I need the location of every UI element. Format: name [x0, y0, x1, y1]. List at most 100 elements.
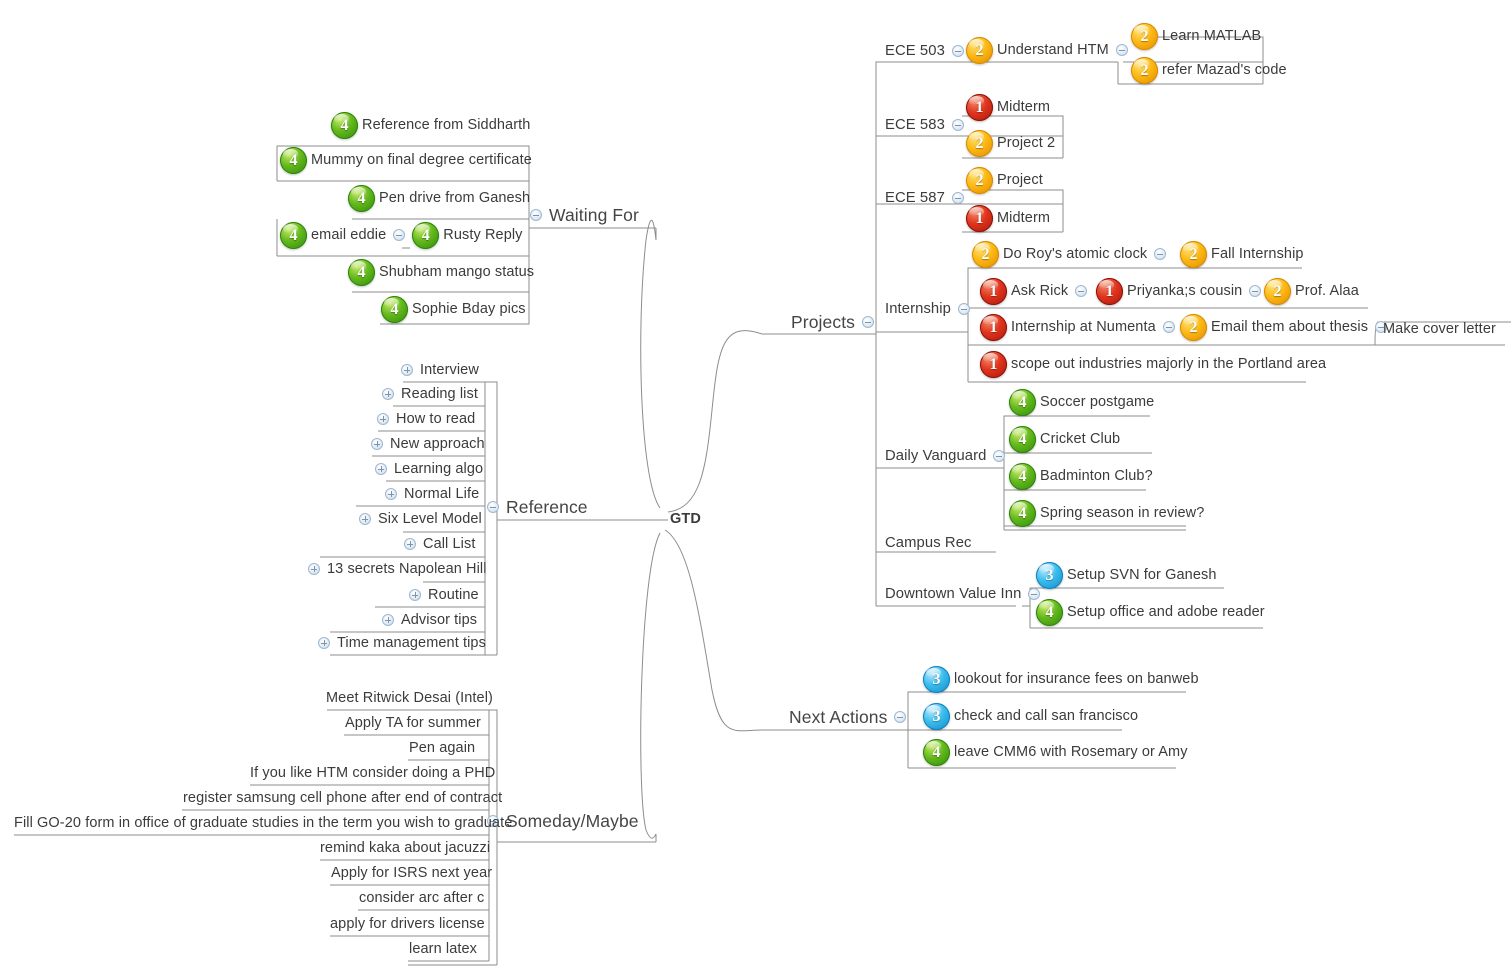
node-reference-7[interactable]: Call List — [404, 531, 475, 557]
node-do-roys-atomic-clock[interactable]: 2 Do Roy's atomic clock — [972, 240, 1167, 268]
node-setup-svn-for-ganesh[interactable]: 3 Setup SVN for Ganesh — [1036, 561, 1217, 589]
node-learn-matlab[interactable]: 2 Learn MATLAB — [1131, 22, 1261, 50]
collapse-toggle-email-eddie[interactable] — [393, 229, 406, 241]
node-priyankas-cousin[interactable]: 1 Priyanka;s cousin — [1096, 277, 1262, 305]
expand-toggle-icon[interactable] — [308, 563, 320, 575]
expand-toggle-icon[interactable] — [385, 488, 397, 500]
branch-next-actions[interactable]: Next Actions — [789, 704, 907, 730]
branch-reference[interactable]: Reference — [487, 494, 588, 520]
collapse-toggle-internship[interactable] — [957, 303, 970, 315]
node-reference-8[interactable]: 13 secrets Napolean Hill — [308, 556, 487, 582]
branch-someday-maybe[interactable]: Someday/Maybe — [487, 808, 639, 834]
node-ece583-midterm[interactable]: 1 Midterm — [966, 93, 1050, 121]
expand-toggle-icon[interactable] — [359, 513, 371, 525]
node-reference-4[interactable]: Learning algo — [375, 456, 483, 482]
node-reference-2[interactable]: How to read — [377, 406, 475, 432]
node-someday-10[interactable]: learn latex — [409, 936, 477, 962]
collapse-toggle-reference[interactable] — [487, 501, 499, 513]
collapse-toggle-ece-587[interactable] — [951, 192, 964, 204]
group-ece-587[interactable]: ECE 587 — [885, 185, 964, 211]
node-someday-0[interactable]: Meet Ritwick Desai (Intel) — [326, 685, 493, 711]
collapse-toggle-ece-583[interactable] — [951, 119, 964, 131]
node-reference-11[interactable]: Time management tips — [318, 630, 486, 656]
expand-toggle-icon[interactable] — [382, 614, 394, 626]
expand-toggle-icon[interactable] — [371, 438, 383, 450]
node-next-action-0[interactable]: 3 lookout for insurance fees on banweb — [923, 665, 1199, 693]
node-scope-out-industries[interactable]: 1 scope out industries majorly in the Po… — [980, 350, 1326, 378]
collapse-toggle-next-actions[interactable] — [894, 711, 907, 723]
node-waiting-4[interactable]: 4 Shubham mango status — [348, 258, 534, 286]
node-understand-htm[interactable]: 2 Understand HTM — [966, 36, 1128, 64]
group-campus-rec[interactable]: Campus Rec — [885, 530, 972, 556]
branch-projects[interactable]: Projects — [791, 309, 875, 335]
branch-waiting-for[interactable]: Waiting For — [530, 202, 639, 228]
priority-2-icon: 2 — [966, 166, 993, 194]
collapse-toggle-projects[interactable] — [862, 316, 875, 328]
expand-toggle-icon[interactable] — [409, 589, 421, 601]
group-downtown-value-inn[interactable]: Downtown Value Inn — [885, 581, 1041, 607]
collapse-toggle-someday-maybe[interactable] — [487, 815, 499, 827]
collapse-toggle-email-thesis[interactable] — [1375, 321, 1388, 333]
node-refer-mazads-code[interactable]: 2 refer Mazad's code — [1131, 56, 1287, 84]
expand-toggle-icon[interactable] — [404, 538, 416, 550]
collapse-toggle-ece-503[interactable] — [951, 45, 964, 57]
node-reference-3[interactable]: New approach — [371, 431, 485, 457]
group-ece-583[interactable]: ECE 583 — [885, 112, 964, 138]
node-ask-rick[interactable]: 1 Ask Rick — [980, 277, 1088, 305]
node-label: Ask Rick — [1011, 283, 1069, 299]
expand-toggle-icon[interactable] — [375, 463, 387, 475]
collapse-toggle-numenta[interactable] — [1162, 321, 1175, 333]
node-email-them-about-thesis[interactable]: 2 Email them about thesis — [1180, 313, 1388, 341]
node-reference-5[interactable]: Normal Life — [385, 481, 479, 507]
node-waiting-1[interactable]: 4 Mummy on final degree certificate — [280, 146, 532, 174]
node-reference-10[interactable]: Advisor tips — [382, 607, 477, 633]
node-fall-internship[interactable]: 2 Fall Internship — [1180, 240, 1304, 268]
node-spring-season-in-review[interactable]: 4 Spring season in review? — [1009, 499, 1204, 527]
expand-toggle-icon[interactable] — [382, 388, 394, 400]
node-waiting-2[interactable]: 4 Pen drive from Ganesh — [348, 184, 530, 212]
node-waiting-0[interactable]: 4 Reference from Siddharth — [331, 111, 530, 139]
node-someday-5[interactable]: Fill GO-20 form in office of graduate st… — [14, 810, 512, 836]
node-soccer-postgame[interactable]: 4 Soccer postgame — [1009, 388, 1154, 416]
node-reference-9[interactable]: Routine — [409, 582, 479, 608]
node-someday-6[interactable]: remind kaka about jacuzzi — [320, 835, 490, 861]
collapse-toggle-waiting-for[interactable] — [530, 209, 542, 221]
node-waiting-5[interactable]: 4 Sophie Bday pics — [381, 295, 526, 323]
collapse-toggle-daily-vanguard[interactable] — [993, 450, 1006, 462]
node-reference-1[interactable]: Reading list — [382, 381, 478, 407]
collapse-toggle-downtown-value-inn[interactable] — [1028, 588, 1041, 600]
node-prof-alaa[interactable]: 2 Prof. Alaa — [1264, 277, 1359, 305]
node-reference-6[interactable]: Six Level Model — [359, 506, 482, 532]
collapse-toggle-understand-htm[interactable] — [1115, 44, 1128, 56]
node-someday-1[interactable]: Apply TA for summer — [345, 710, 481, 736]
group-ece-503[interactable]: ECE 503 — [885, 38, 964, 64]
node-ece587-project[interactable]: 2 Project — [966, 166, 1043, 194]
node-badminton-club[interactable]: 4 Badminton Club? — [1009, 462, 1153, 490]
node-next-action-1[interactable]: 3 check and call san francisco — [923, 702, 1139, 730]
node-next-action-2[interactable]: 4 leave CMM6 with Rosemary or Amy — [923, 738, 1188, 766]
node-someday-4[interactable]: register samsung cell phone after end of… — [183, 785, 502, 811]
root-node[interactable]: GTD — [670, 506, 701, 532]
node-reference-0[interactable]: Interview — [401, 357, 479, 383]
node-make-cover-letter[interactable]: Make cover letter — [1383, 316, 1496, 342]
collapse-toggle-priyankas-cousin[interactable] — [1249, 285, 1262, 297]
node-setup-office-adobe-reader[interactable]: 4 Setup office and adobe reader — [1036, 598, 1265, 626]
collapse-toggle-atomic-clock[interactable] — [1154, 248, 1167, 260]
node-internship-at-numenta[interactable]: 1 Internship at Numenta — [980, 313, 1175, 341]
node-label: check and call san francisco — [954, 708, 1139, 724]
node-someday-9[interactable]: apply for drivers license — [330, 911, 485, 937]
expand-toggle-icon[interactable] — [377, 413, 389, 425]
node-someday-7[interactable]: Apply for ISRS next year — [331, 860, 492, 886]
node-someday-2[interactable]: Pen again — [409, 735, 475, 761]
collapse-toggle-ask-rick[interactable] — [1075, 285, 1088, 297]
group-daily-vanguard[interactable]: Daily Vanguard — [885, 443, 1006, 469]
expand-toggle-icon[interactable] — [318, 637, 330, 649]
group-internship[interactable]: Internship — [885, 296, 970, 322]
node-ece583-project-2[interactable]: 2 Project 2 — [966, 129, 1055, 157]
node-waiting-3[interactable]: 4 email eddie 4 Rusty Reply — [280, 221, 523, 249]
node-someday-3[interactable]: If you like HTM consider doing a PHD — [250, 760, 495, 786]
node-ece587-midterm[interactable]: 1 Midterm — [966, 204, 1050, 232]
expand-toggle-icon[interactable] — [401, 364, 413, 376]
node-cricket-club[interactable]: 4 Cricket Club — [1009, 425, 1120, 453]
node-someday-8[interactable]: consider arc after c — [359, 885, 484, 911]
